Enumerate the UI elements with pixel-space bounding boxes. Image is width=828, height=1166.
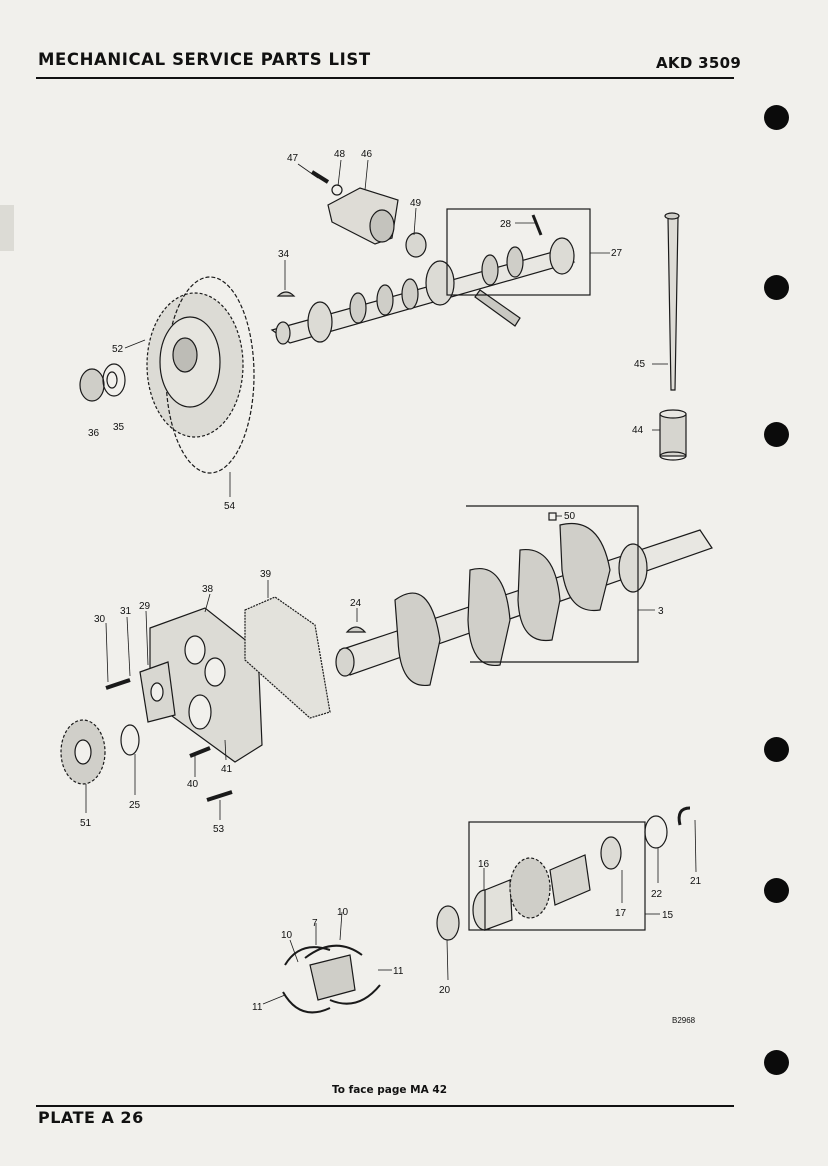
callout-label: 36: [88, 428, 100, 439]
key-34: [276, 291, 296, 297]
callout-label: 47: [287, 153, 299, 164]
callout-label: 35: [113, 422, 125, 433]
thrust-washer-20: [436, 905, 460, 941]
crankshaft-group-box: [466, 505, 639, 663]
circlip-21: [677, 806, 691, 826]
key-28: [531, 214, 543, 236]
callout-label: 48: [334, 149, 346, 160]
callout-label: 53: [213, 824, 225, 835]
callout-label: 49: [410, 198, 422, 209]
camshaft-thrust-plate: [310, 170, 427, 258]
callout-label: 22: [651, 889, 663, 900]
callout-label: 54: [224, 501, 236, 512]
gear-group-box: [468, 821, 646, 931]
callout-label: 46: [361, 149, 373, 160]
binder-hole: [764, 737, 789, 762]
callout-label: 29: [139, 601, 151, 612]
binder-hole: [764, 422, 789, 447]
callout-label: 15: [662, 910, 674, 921]
callout-label: 21: [690, 876, 702, 887]
plug-50: [548, 512, 557, 521]
crankshaft: [335, 523, 713, 687]
callout-label: 17: [615, 908, 627, 919]
page-title: MECHANICAL SERVICE PARTS LIST: [38, 50, 371, 69]
washer-35: [102, 363, 126, 397]
screw-40: [189, 746, 211, 758]
callout-label: 44: [632, 425, 644, 436]
callout-label: 20: [439, 985, 451, 996]
footer-rule: [36, 1105, 734, 1107]
callout-label: 45: [634, 359, 646, 370]
callout-label: 3: [658, 606, 664, 617]
main-bearing-shells: [282, 944, 381, 1014]
binder-hole: [764, 878, 789, 903]
document-code: AKD 3509: [656, 54, 742, 72]
footer-note: To face page MA 42: [332, 1084, 448, 1096]
callout-label: 50: [564, 511, 576, 522]
screw-53: [206, 790, 233, 802]
callout-label: 30: [94, 614, 106, 625]
key-24: [345, 626, 367, 633]
callout-label: 52: [112, 344, 124, 355]
binder-hole: [764, 275, 789, 300]
camshaft: [270, 237, 576, 345]
starter-gear-assembly: [472, 836, 622, 931]
binder-hole: [764, 105, 789, 130]
drawing-reference: B2968: [672, 1016, 696, 1025]
washer-25: [120, 724, 140, 756]
callout-label: 41: [221, 764, 233, 775]
callout-label: 24: [350, 598, 362, 609]
callout-label: 10: [337, 907, 349, 918]
header-rule: [36, 77, 734, 79]
callout-label: 40: [187, 779, 199, 790]
callout-label: 51: [80, 818, 92, 829]
callout-label: 34: [278, 249, 290, 260]
callout-label: 39: [260, 569, 272, 580]
callout-label: 27: [611, 248, 623, 259]
camshaft-group-box: [446, 208, 591, 296]
callout-label: 10: [281, 930, 293, 941]
leader-lines: [85, 159, 697, 1005]
callout-label: 16: [478, 859, 490, 870]
callout-label: 38: [202, 584, 214, 595]
push-rod-45: [667, 217, 679, 391]
plate-number: PLATE A 26: [38, 1108, 144, 1127]
washer-22: [644, 815, 668, 849]
camshaft-sprocket-and-chain: [146, 276, 255, 474]
screw-30: [105, 678, 131, 690]
page-edge-mark: [0, 205, 14, 251]
callout-labels: 47 48 46 49 28 27 34 52 36 35 45 44 54 5…: [80, 149, 702, 1025]
gasket-39: [244, 596, 331, 719]
callout-label: 25: [129, 800, 141, 811]
callout-label: 31: [120, 606, 132, 617]
callout-label: 11: [393, 966, 404, 977]
tappet-44: [659, 409, 687, 461]
callout-label: 28: [500, 219, 512, 230]
callout-label: 11: [252, 1002, 263, 1013]
callout-label: 7: [312, 918, 318, 929]
nut-36: [79, 368, 105, 402]
binder-hole: [764, 1050, 789, 1075]
